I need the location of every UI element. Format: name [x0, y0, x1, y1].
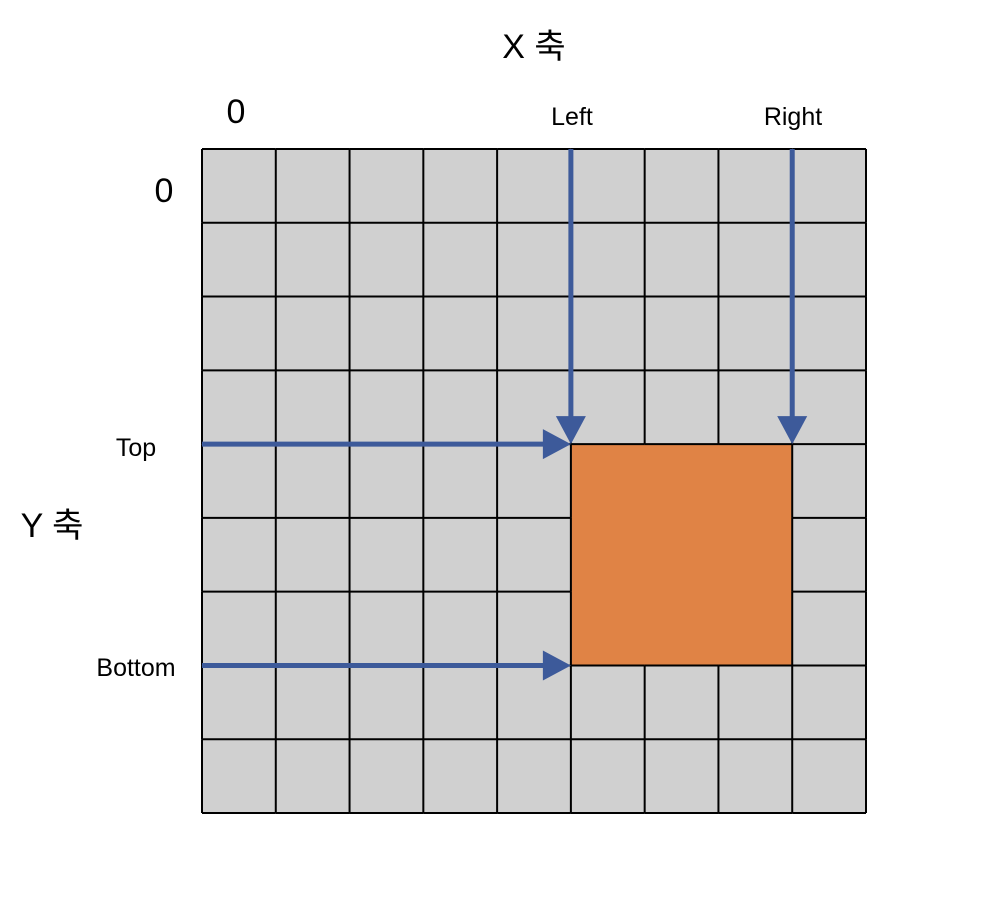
grid-cell — [644, 370, 719, 445]
grid-cell — [570, 296, 645, 371]
grid-cell — [423, 296, 498, 371]
grid-cell — [792, 444, 866, 518]
grid-cell — [497, 370, 571, 445]
grid-cell — [570, 665, 645, 740]
x-axis-title: X 축 — [502, 28, 565, 66]
top-arrow-head — [542, 429, 571, 460]
grid-cell — [718, 370, 793, 445]
grid-cell — [718, 665, 793, 740]
grid-cell — [570, 739, 645, 813]
grid-cell — [423, 739, 498, 813]
top-label: Top — [116, 434, 156, 462]
grid-cell — [644, 739, 719, 813]
grid-cell — [202, 739, 276, 813]
bottom-arrow-head — [542, 650, 571, 681]
grid-cell — [202, 370, 276, 445]
grid-cell — [275, 517, 350, 592]
grid-cell — [275, 296, 350, 371]
grid-cell — [497, 665, 571, 740]
left-arrow-head — [555, 416, 586, 445]
grid-cell — [792, 296, 866, 371]
grid-cell — [349, 517, 424, 592]
grid-cell — [718, 739, 793, 813]
left-label: Left — [551, 103, 593, 131]
grid-cell — [570, 370, 645, 445]
grid-cell — [349, 222, 424, 297]
grid-cell — [349, 665, 424, 740]
grid-cell — [497, 222, 571, 297]
grid-cell — [349, 149, 424, 223]
grid-cell — [497, 591, 571, 666]
grid-cell — [275, 222, 350, 297]
grid-cell — [497, 444, 571, 518]
grid-cell — [349, 296, 424, 371]
grid-cell — [275, 370, 350, 445]
grid-cell — [792, 591, 866, 666]
grid-cell — [644, 222, 719, 297]
grid-cell — [497, 149, 571, 223]
grid-cell — [275, 739, 350, 813]
grid-cell — [349, 739, 424, 813]
grid-cell — [275, 149, 350, 223]
grid-cell — [792, 739, 866, 813]
right-label: Right — [764, 103, 822, 131]
grid-cell — [497, 739, 571, 813]
arrows — [202, 149, 808, 681]
grid-cell — [202, 591, 276, 666]
grid-cell — [202, 149, 276, 223]
grid-cell — [644, 149, 719, 223]
x-origin-label: 0 — [227, 93, 246, 131]
grid-cell — [718, 149, 793, 223]
grid-cell — [349, 591, 424, 666]
grid-cell — [275, 591, 350, 666]
grid-cell — [644, 665, 719, 740]
grid-cell — [792, 517, 866, 592]
grid-cell — [202, 517, 276, 592]
right-arrow-head — [777, 416, 808, 445]
grid-cell — [570, 149, 645, 223]
grid-cell — [349, 370, 424, 445]
grid-cell — [792, 222, 866, 297]
grid-cell — [792, 665, 866, 740]
grid-cell — [423, 444, 498, 518]
grid-cell — [275, 665, 350, 740]
grid-cell — [423, 149, 498, 223]
grid-cell — [423, 665, 498, 740]
grid-cell — [423, 517, 498, 592]
grid-cell — [202, 665, 276, 740]
bottom-label: Bottom — [96, 654, 175, 682]
grid-cell — [570, 222, 645, 297]
grid-cell — [423, 591, 498, 666]
grid-cell — [349, 444, 424, 518]
grid-cell — [202, 222, 276, 297]
grid-cell — [423, 370, 498, 445]
grid-cell — [718, 222, 793, 297]
y-origin-label: 0 — [155, 172, 174, 210]
grid-cell — [718, 296, 793, 371]
grid-cell — [275, 444, 350, 518]
grid-cell — [202, 444, 276, 518]
grid-cell — [644, 296, 719, 371]
grid-cell — [792, 149, 866, 223]
grid-cell — [497, 517, 571, 592]
y-axis-title: Y 축 — [21, 507, 84, 545]
grid-cell — [202, 296, 276, 371]
highlight-box — [570, 444, 793, 666]
grid-cell — [423, 222, 498, 297]
grid-cell — [497, 296, 571, 371]
grid-cell — [792, 370, 866, 445]
